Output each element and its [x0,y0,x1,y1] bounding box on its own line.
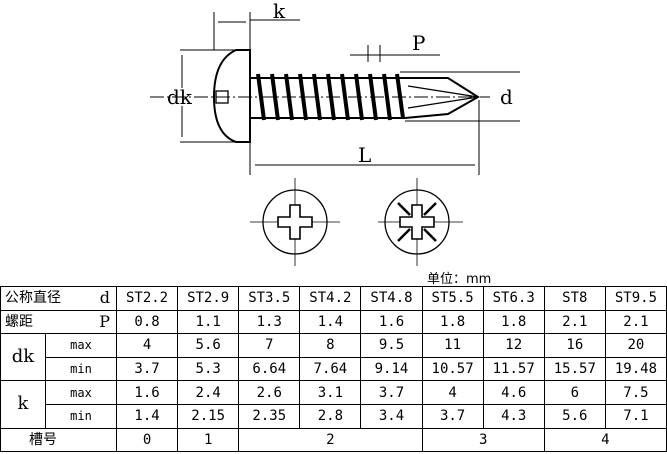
k-min-cell: 2.35 [238,403,301,429]
k-max-cell: 4 [421,380,484,405]
size-cell: ST6.3 [482,286,545,311]
k-max-cell: 6 [543,380,606,405]
dk-max-cell: 8 [299,333,362,358]
dk-max-cell: 16 [543,333,606,358]
table-row: 槽号 0 1 2 3 4 [0,427,667,453]
k-max-cell: 3.1 [299,380,362,405]
pitch-symbol: P [99,311,110,331]
nominal-symbol: d [99,288,110,308]
pitch-cell: 1.1 [177,309,240,335]
k-row-header: k [0,380,46,429]
dk-max-cell: 5.6 [177,333,240,358]
pozidriv-recess-view [378,178,463,266]
dk-min-cell: 11.57 [482,356,545,382]
min-label: min [45,403,117,429]
pitch-cell: 1.8 [421,309,484,335]
dk-row-header: dk [0,333,46,382]
dk-min-cell: 15.57 [543,356,606,382]
k-max-cell: 2.6 [238,380,301,405]
recess-header: 槽号 [0,427,117,453]
dk-min-cell: 7.64 [299,356,362,382]
recess-cell: 2 [238,427,423,453]
size-cell: ST4.8 [360,286,423,311]
recess-cell: 0 [115,427,179,453]
min-label: min [45,356,117,382]
recess-cell: 3 [421,427,545,453]
k-min-cell: 4.3 [482,403,545,429]
phillips-recess-view [250,178,340,266]
dk-min-cell: 10.57 [421,356,484,382]
p-dimension-label: P [412,31,425,55]
dimension-lines [150,12,520,175]
k-min-cell: 5.6 [543,403,606,429]
dk-min-cell: 5.3 [177,356,240,382]
dk-max-cell: 9.5 [360,333,423,358]
dk-max-cell: 7 [238,333,301,358]
k-min-cell: 3.7 [421,403,484,429]
size-cell: ST8 [543,286,606,311]
k-min-cell: 3.4 [360,403,423,429]
k-max-cell: 1.6 [115,380,179,405]
max-label: max [45,333,117,358]
pitch-cell: 1.6 [360,309,423,335]
max-label: max [45,380,117,405]
k-max-cell: 2.4 [177,380,240,405]
dk-dimension-label: dk [167,85,193,109]
dk-min-cell: 3.7 [115,356,179,382]
screw-head [212,49,251,143]
dk-max-cell: 4 [115,333,179,358]
dk-min-cell: 6.64 [238,356,301,382]
dk-min-cell: 9.14 [360,356,423,382]
recess-cell: 4 [543,427,667,453]
size-cell: ST5.5 [421,286,484,311]
dk-min-cell: 19.48 [604,356,667,382]
size-cell: ST3.5 [238,286,301,311]
nominal-label: 公称直径 [5,290,61,307]
k-max-cell: 7.5 [604,380,667,405]
dk-max-cell: 11 [421,333,484,358]
d-dimension-label: d [500,85,513,109]
k-max-cell: 4.6 [482,380,545,405]
k-min-cell: 2.8 [299,403,362,429]
pitch-cell: 1.3 [238,309,301,335]
k-max-cell: 3.7 [360,380,423,405]
pitch-cell: 1.8 [482,309,545,335]
size-cell: ST4.2 [299,286,362,311]
size-cell: ST9.5 [604,286,667,311]
pitch-cell: 0.8 [115,309,179,335]
size-cell: ST2.2 [115,286,179,311]
dk-max-cell: 12 [482,333,545,358]
k-min-cell: 1.4 [115,403,179,429]
k-min-cell: 2.15 [177,403,240,429]
pitch-cell: 2.1 [543,309,606,335]
size-cell: ST2.9 [177,286,240,311]
screw-drawing: k P dk d L [150,0,520,266]
pitch-header: 螺距 P [0,309,117,335]
dk-max-cell: 20 [604,333,667,358]
nominal-diameter-header: 公称直径 d [0,286,117,311]
k-dimension-label: k [273,0,286,23]
recess-cell: 1 [177,427,240,453]
k-min-cell: 7.1 [604,403,667,429]
pitch-cell: 2.1 [604,309,667,335]
l-dimension-label: L [358,143,371,167]
pitch-cell: 1.4 [299,309,362,335]
unit-label: 单位：mm [427,272,492,287]
pitch-label: 螺距 [5,313,33,330]
